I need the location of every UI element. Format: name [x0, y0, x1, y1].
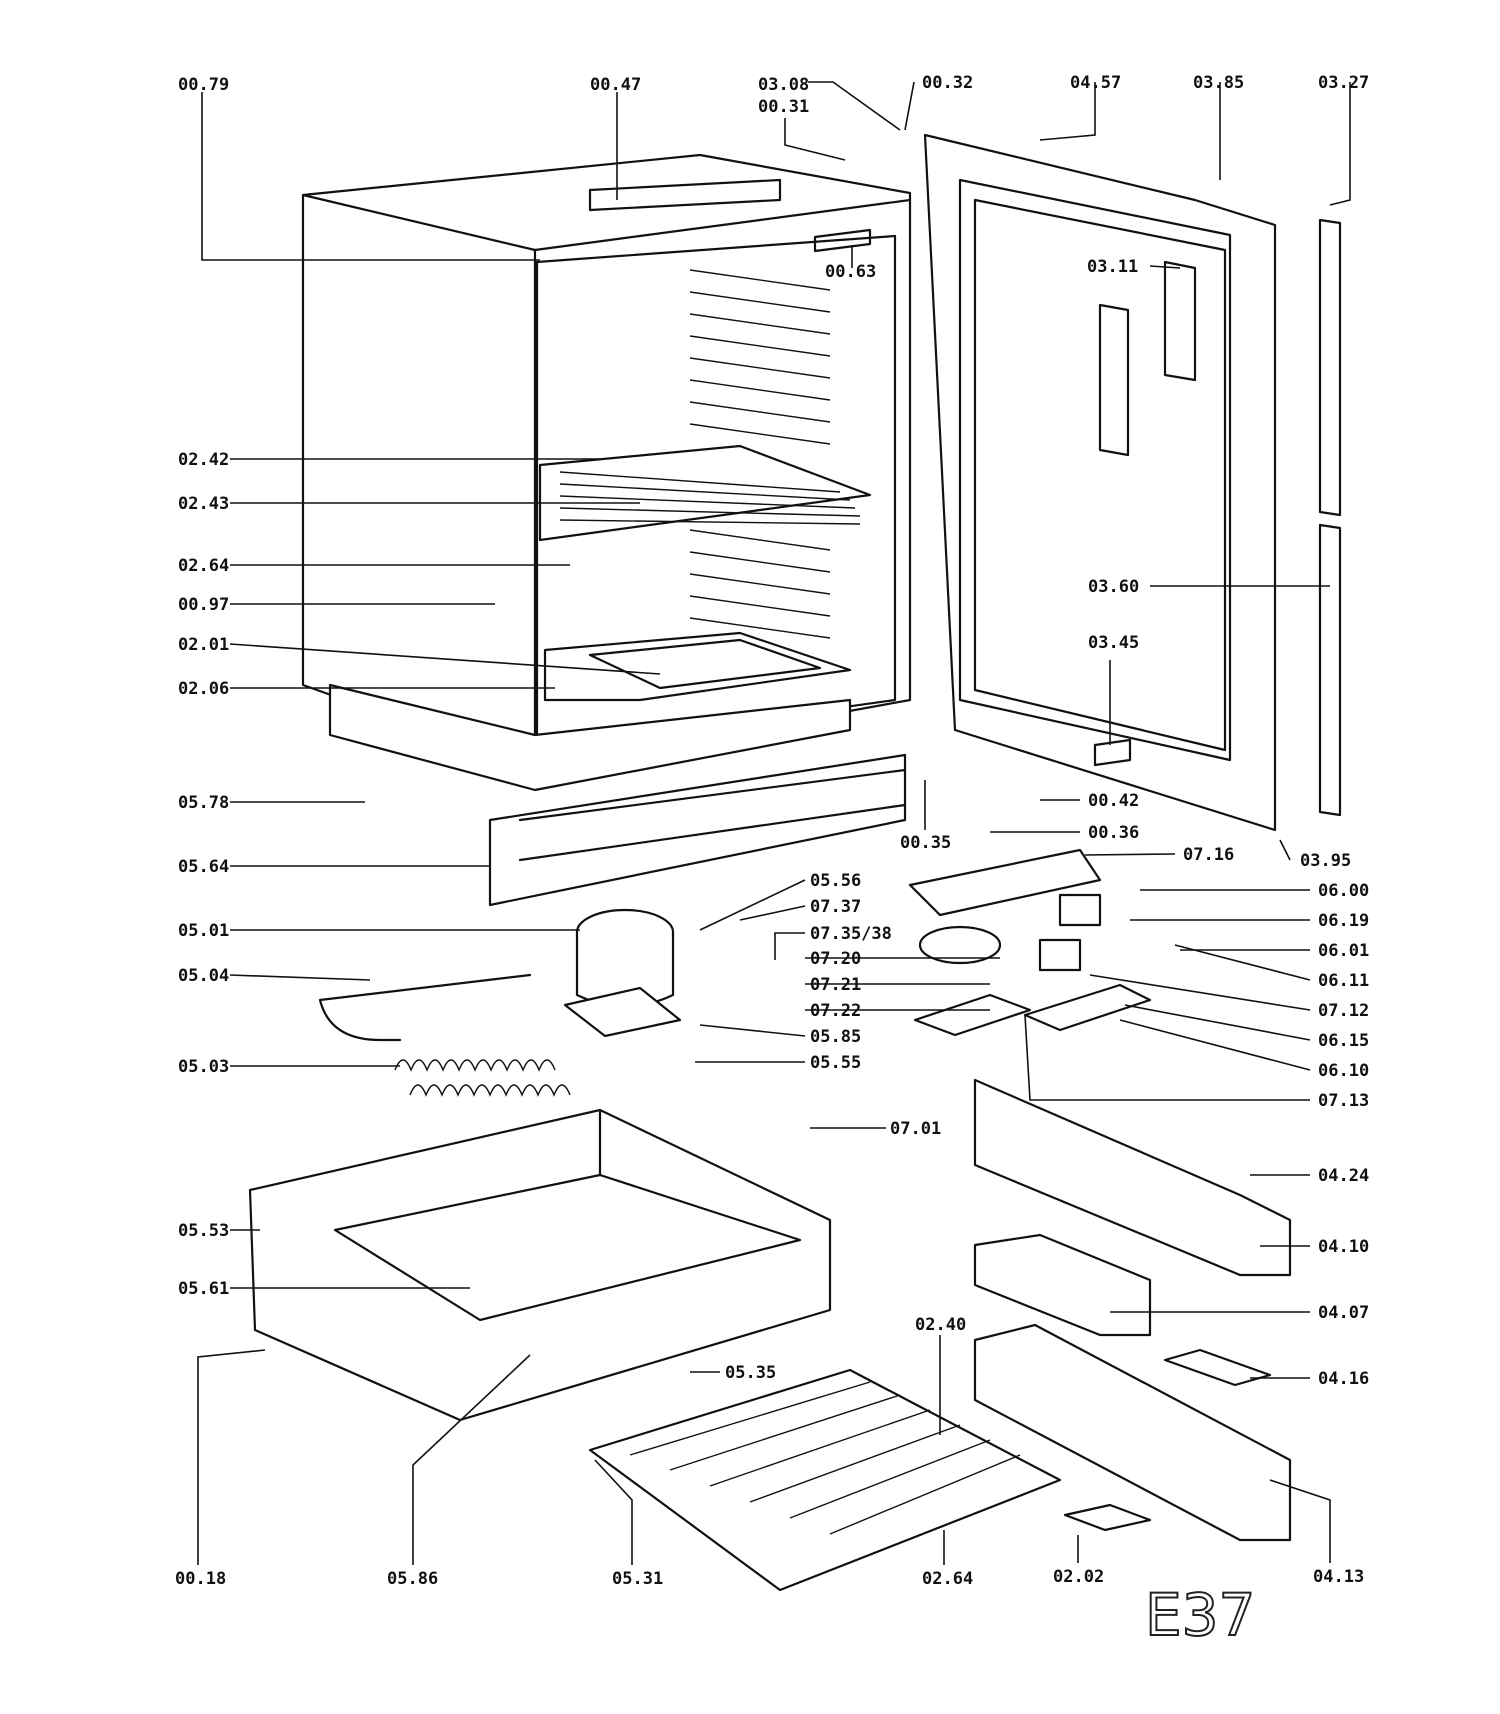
part-label: 00.47 [590, 75, 641, 95]
part-label: 06.01 [1318, 941, 1369, 961]
part-label: 05.04 [178, 966, 229, 986]
part-label: 07.35/38 [810, 924, 892, 944]
part-label: 02.64 [178, 556, 229, 576]
part-label: 00.36 [1088, 823, 1139, 843]
part-label: 04.24 [1318, 1166, 1369, 1186]
part-label: 06.00 [1318, 881, 1369, 901]
condenser-coil [318, 973, 571, 1097]
part-label: 05.03 [178, 1057, 229, 1077]
part-label: 07.22 [810, 1001, 861, 1021]
compressor [563, 908, 682, 1038]
part-label: 03.60 [1088, 577, 1139, 597]
door-shelves [973, 1078, 1292, 1542]
part-label: 00.32 [922, 73, 973, 93]
drip-tray [588, 1368, 1062, 1592]
part-label: 00.63 [825, 262, 876, 282]
part-label: 00.31 [758, 97, 809, 117]
cabinet-rails [689, 269, 831, 639]
part-label: 07.16 [1183, 845, 1234, 865]
part-label: 00.97 [178, 595, 229, 615]
part-label: 06.11 [1318, 971, 1369, 991]
part-label: 02.42 [178, 450, 229, 470]
wire-shelf [538, 444, 872, 542]
plinth-base [248, 1108, 832, 1422]
diagram-code: E37 [1145, 1581, 1255, 1649]
part-label: 00.18 [175, 1569, 226, 1589]
part-label: 00.42 [1088, 791, 1139, 811]
part-label: 02.02 [1053, 1567, 1104, 1587]
part-label: 05.01 [178, 921, 229, 941]
controls [908, 848, 1152, 1037]
part-labels: 00.79 00.47 03.08 00.31 00.32 04.57 03.8… [175, 73, 1369, 1589]
part-label: 03.95 [1300, 851, 1351, 871]
part-label: 05.35 [725, 1363, 776, 1383]
part-label: 04.13 [1313, 1567, 1364, 1587]
crisper-drawer [543, 631, 852, 702]
part-label: 07.13 [1318, 1091, 1369, 1111]
part-label: 02.64 [922, 1569, 973, 1589]
part-label: 03.85 [1193, 73, 1244, 93]
part-label: 05.61 [178, 1279, 229, 1299]
part-label: 03.27 [1318, 73, 1369, 93]
leader-lines [197, 81, 1351, 1565]
part-label: 00.79 [178, 75, 229, 95]
part-label: 05.55 [810, 1053, 861, 1073]
part-label: 03.08 [758, 75, 809, 95]
part-label: 05.85 [810, 1027, 861, 1047]
part-label: 05.31 [612, 1569, 663, 1589]
base-grille [488, 753, 907, 907]
part-label: 04.07 [1318, 1303, 1369, 1323]
part-label: 07.20 [810, 949, 861, 969]
part-label: 05.78 [178, 793, 229, 813]
part-label: 07.01 [890, 1119, 941, 1139]
part-label: 06.15 [1318, 1031, 1369, 1051]
part-label: 02.01 [178, 635, 229, 655]
part-label: 07.37 [810, 897, 861, 917]
part-label: 02.40 [915, 1315, 966, 1335]
part-label: 02.43 [178, 494, 229, 514]
part-label: 03.45 [1088, 633, 1139, 653]
part-label: 05.86 [387, 1569, 438, 1589]
part-label: 03.11 [1087, 257, 1138, 277]
part-label: 02.06 [178, 679, 229, 699]
part-label: 05.56 [810, 871, 861, 891]
part-label: 06.10 [1318, 1061, 1369, 1081]
part-label: 04.10 [1318, 1237, 1369, 1257]
part-label: 07.21 [810, 975, 861, 995]
part-label: 04.16 [1318, 1369, 1369, 1389]
part-label: 05.64 [178, 857, 229, 877]
part-label: 06.19 [1318, 911, 1369, 931]
door [923, 133, 1342, 832]
part-label: 00.35 [900, 833, 951, 853]
part-label: 07.12 [1318, 1001, 1369, 1021]
part-label: 04.57 [1070, 73, 1121, 93]
part-label: 05.53 [178, 1221, 229, 1241]
